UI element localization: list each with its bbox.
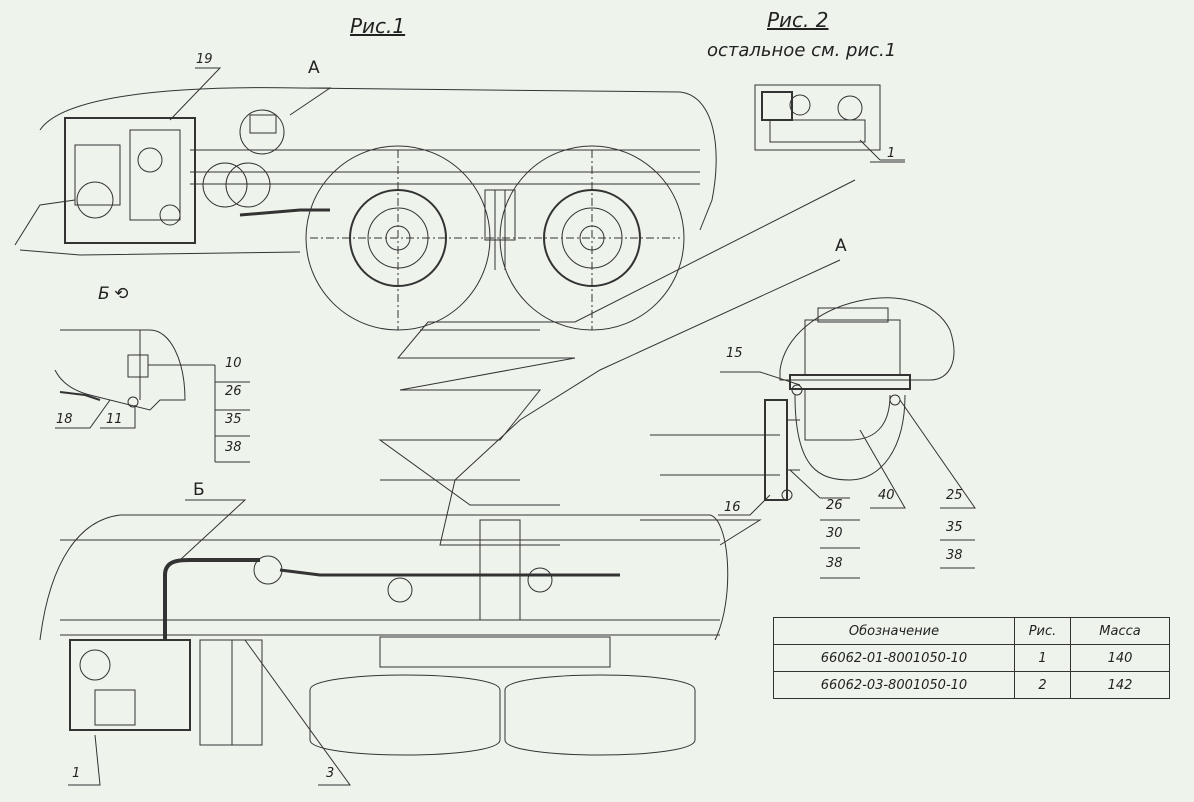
- view-b-rotated-label: Б ⟲: [98, 284, 129, 304]
- callout-1-fig2: 1: [887, 146, 896, 161]
- callout-25: 25: [946, 488, 963, 503]
- callout-26-a: 26: [826, 498, 843, 513]
- callout-35-b: 35: [225, 412, 242, 427]
- spec-header-row: Обозначение Рис. Масса: [773, 617, 1170, 645]
- callout-38-a2: 38: [946, 548, 963, 563]
- callout-1-fig1: 1: [72, 766, 81, 781]
- callout-19: 19: [196, 52, 213, 67]
- fig2-title: Рис. 2: [767, 8, 829, 32]
- spec-cell-designation: 66062-03-8001050-10: [773, 671, 1015, 699]
- callout-leaders: [55, 67, 976, 786]
- truck-side-view: [14, 87, 717, 331]
- table-row: 66062-03-8001050-10 2 142: [773, 671, 1170, 699]
- callout-30: 30: [826, 526, 843, 541]
- truck-plan-view: [39, 514, 729, 756]
- view-b-section: [54, 329, 250, 463]
- view-b-rotated-letter: Б: [98, 284, 110, 304]
- spec-cell-figure: 2: [1014, 671, 1071, 699]
- callout-3: 3: [326, 766, 335, 781]
- callout-38-a1: 38: [826, 556, 843, 571]
- callout-18: 18: [56, 412, 73, 427]
- callout-35-a: 35: [946, 520, 963, 535]
- detail-a-flange: [764, 297, 955, 501]
- detail-leader-lines: [378, 179, 856, 546]
- callout-10: 10: [225, 356, 242, 371]
- callout-16: 16: [724, 500, 741, 515]
- callout-40: 40: [878, 488, 895, 503]
- fig2-unit: [754, 84, 905, 161]
- callout-11: 11: [106, 412, 123, 427]
- table-row: 66062-01-8001050-10 1 140: [773, 644, 1170, 672]
- fig2-note: остальное см. рис.1: [707, 40, 897, 61]
- view-a-detail-label: А: [835, 236, 847, 256]
- rotate-icon: ⟲: [115, 284, 130, 304]
- spec-cell-figure: 1: [1014, 644, 1071, 672]
- spec-header-mass: Масса: [1070, 617, 1170, 645]
- specification-table: Обозначение Рис. Масса 66062-01-8001050-…: [773, 617, 1170, 699]
- fig1-title: Рис.1: [350, 14, 406, 38]
- spec-cell-designation: 66062-01-8001050-10: [773, 644, 1015, 672]
- spec-cell-mass: 142: [1070, 671, 1170, 699]
- callout-38-b: 38: [225, 440, 242, 455]
- spec-cell-mass: 140: [1070, 644, 1170, 672]
- callout-26-b: 26: [225, 384, 242, 399]
- view-a-marker: А: [308, 58, 320, 78]
- spec-header-designation: Обозначение: [773, 617, 1015, 645]
- view-b-marker: Б: [193, 480, 205, 500]
- spec-header-figure: Рис.: [1014, 617, 1071, 645]
- callout-15: 15: [726, 346, 743, 361]
